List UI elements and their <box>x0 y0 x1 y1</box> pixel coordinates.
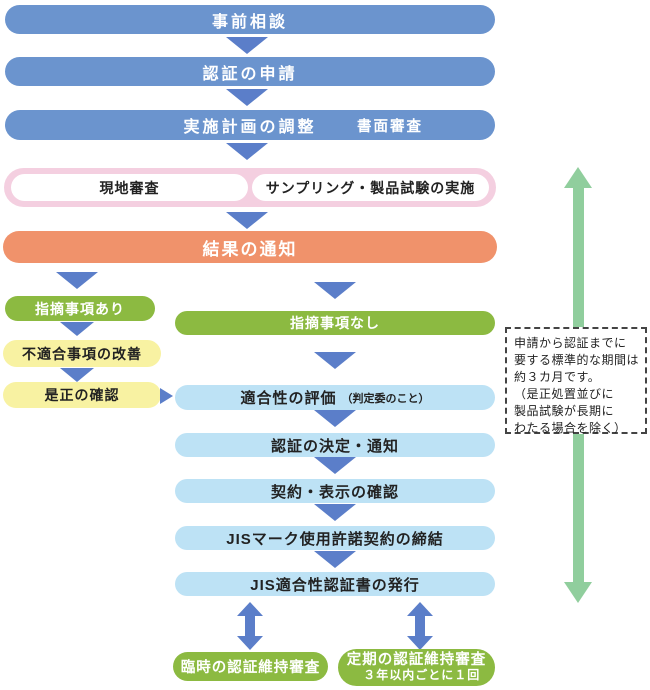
step-result-notification: 結果の通知 <box>3 231 497 263</box>
down-arrow-icon <box>56 272 98 289</box>
branch-no-findings: 指摘事項なし <box>175 311 495 335</box>
down-arrow-icon <box>314 551 356 568</box>
step-periodic-maintenance-audit: 定期の認証維持審査 ３年以内ごとに１回 <box>338 649 495 686</box>
down-arrow-icon <box>314 282 356 299</box>
double-arrow-icon <box>237 602 263 650</box>
step-plan-adjustment: 実施計画の調整 書面審査 <box>5 110 495 140</box>
step-correction-check: 是正の確認 <box>3 382 161 408</box>
periodic-audit-note: ３年以内ごとに１回 <box>363 667 481 682</box>
arrow-shaft <box>415 616 425 636</box>
down-arrow-icon <box>226 37 268 54</box>
step-certification-application: 認証の申請 <box>5 57 495 86</box>
step-certificate-issue: JIS適合性認証書の発行 <box>175 572 495 596</box>
step-conformity-evaluation: 適合性の評価 （判定委のこと） <box>175 385 495 410</box>
duration-note-box: 申請から認証までに 要する標準的な期間は 約３カ月です。 （是正処置並びに 製品… <box>505 327 647 435</box>
step-jis-mark-license-contract: JISマーク使用許諾契約の締結 <box>175 526 495 550</box>
evaluation-note: （判定委のこと） <box>341 392 430 405</box>
step-certification-decision: 認証の決定・通知 <box>175 433 495 457</box>
audit-group: 現地審査 サンプリング・製品試験の実施 <box>4 168 496 207</box>
double-arrow-icon <box>407 602 433 650</box>
step-sampling-product-test: サンプリング・製品試験の実施 <box>252 174 489 201</box>
note-line: 約３カ月です。 <box>514 370 601 384</box>
down-arrow-icon <box>314 410 356 427</box>
note-line: 要する標準的な期間は <box>514 353 640 367</box>
down-arrow-icon <box>314 352 356 369</box>
down-arrow-icon <box>60 322 94 336</box>
arrow-head-down <box>237 636 263 650</box>
step-onsite-audit: 現地審査 <box>11 174 248 201</box>
arrow-head-up <box>407 602 433 616</box>
evaluation-label: 適合性の評価 <box>240 390 337 407</box>
plan-label: 実施計画の調整 <box>183 119 317 136</box>
periodic-audit-label: 定期の認証維持審査 <box>346 652 487 669</box>
note-line: 製品試験が長期に <box>514 404 615 418</box>
right-arrow-icon <box>160 388 173 404</box>
note-line: わたる場合を除く） <box>514 421 627 435</box>
arrow-head-down <box>407 636 433 650</box>
step-temporary-maintenance-audit: 臨時の認証維持審査 <box>173 652 328 681</box>
down-arrow-icon <box>314 457 356 474</box>
branch-findings-present: 指摘事項あり <box>5 296 155 321</box>
arrow-head-down <box>564 582 592 603</box>
arrow-head-up <box>564 167 592 188</box>
down-arrow-icon <box>314 504 356 521</box>
step-preliminary-consultation: 事前相談 <box>5 5 495 34</box>
step-nonconformity-improvement: 不適合事項の改善 <box>3 340 161 367</box>
note-line: 申請から認証までに <box>514 336 627 350</box>
note-line: （是正処置並びに <box>514 387 615 401</box>
arrow-shaft <box>245 616 255 636</box>
down-arrow-icon <box>226 143 268 160</box>
arrow-head-up <box>237 602 263 616</box>
down-arrow-icon <box>226 212 268 229</box>
down-arrow-icon <box>60 368 94 382</box>
down-arrow-icon <box>226 89 268 106</box>
step-contract-display-check: 契約・表示の確認 <box>175 479 495 503</box>
document-review-label: 書面審査 <box>357 118 423 135</box>
